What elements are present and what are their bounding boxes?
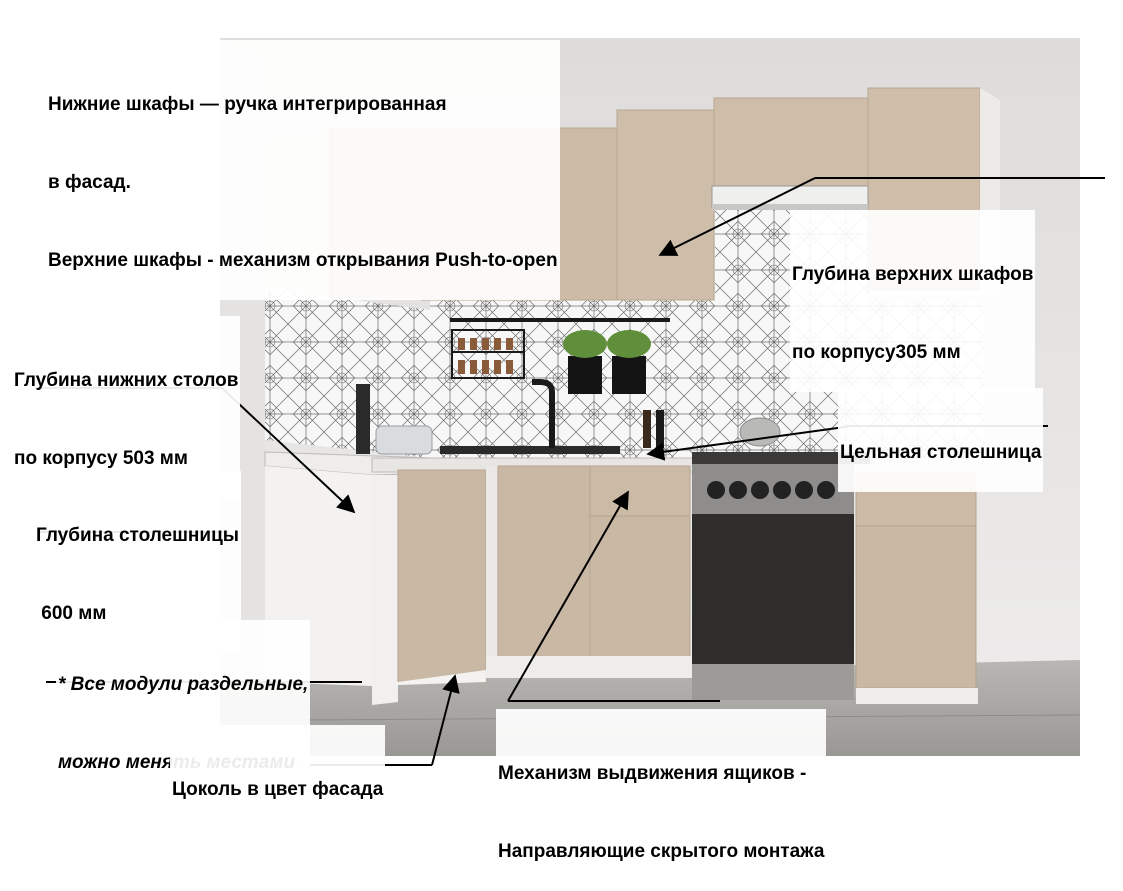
lower-cabinet-1 [397,469,487,683]
faucet [532,379,555,448]
plinth-line-1: Цоколь в цвет фасада [172,779,384,800]
worktop-solid-line-1: Цельная столешница [840,442,1042,463]
upper-depth-line-2: по корпусу305 мм [792,342,961,363]
lower-cabinets [265,465,977,689]
plant-2 [607,330,651,358]
wall-rail [450,318,670,394]
hood-front [712,204,868,210]
lower-depth-arrow [221,387,356,514]
salt-mill [656,410,664,448]
oven-door [692,514,854,664]
sink [440,446,620,454]
drawer-arrow [507,490,629,702]
plinth-corner [372,683,398,705]
pot [739,417,781,447]
backsplash-left [265,288,430,458]
lower-cabinet-2 [497,465,591,659]
pepper-mill [643,410,651,448]
drawer-bottom [589,515,691,665]
worktop-depth-line-2: 600 мм [36,603,107,624]
spice-shelf [451,329,525,379]
drawer-line-1: Механизм выдвижения ящиков - [498,763,807,784]
plant-pot-2 [612,356,646,394]
handles-line-1: Нижние шкафы — ручка интегрированная [48,94,447,115]
worktop-solid-callout: Цельная столешница [838,388,1044,492]
oven-base [692,664,854,700]
drawer-mechanism-callout: Механизм выдвижения ящиков - Направляющи… [496,709,827,891]
plinth-right [856,688,978,704]
glass-bowl [375,425,433,455]
corner-filler [486,466,498,656]
handles-callout: Нижние шкафы — ручка интегрированная в ф… [46,40,560,300]
cutting-board [356,384,370,454]
plinth-arrow [431,674,460,766]
handles-line-2: в фасад. [48,172,131,193]
plinth [372,656,978,705]
stove-top [692,452,870,464]
plinth-middle [486,656,692,678]
handles-line-3: Верхние шкафы - механизм открывания Push… [48,250,558,271]
stove-knobs [707,481,835,499]
plant-pot-1 [568,356,602,394]
modules-note-line-1: * Все модули раздельные, [58,674,309,695]
worktop-solid-arrow [646,425,853,461]
lower-depth-callout: Глубина нижних столов по корпусу 503 мм [12,316,241,498]
upper-depth-line-1: Глубина верхних шкафов [792,264,1034,285]
stove [692,417,870,700]
upper-cabinet-4 [616,109,715,301]
spice-jars [458,338,513,374]
lower-depth-line-2: по корпусу 503 мм [14,448,188,469]
upper-depth-arrow [658,177,816,256]
upper-depth-callout: Глубина верхних шкафов по корпусу305 мм [790,210,1036,392]
drawer-top [589,465,691,517]
drawer-line-2: Направляющие скрытого монтажа [498,841,825,862]
plinth-callout: Цоколь в цвет фасада [170,725,386,829]
corner-cabinet-front [372,475,398,685]
range-hood [711,185,869,210]
plant-1 [563,330,607,358]
lower-cabinet-right [855,525,977,689]
lower-depth-line-1: Глубина нижних столов [14,370,239,391]
worktop-depth-line-1: Глубина столешницы [36,525,239,546]
